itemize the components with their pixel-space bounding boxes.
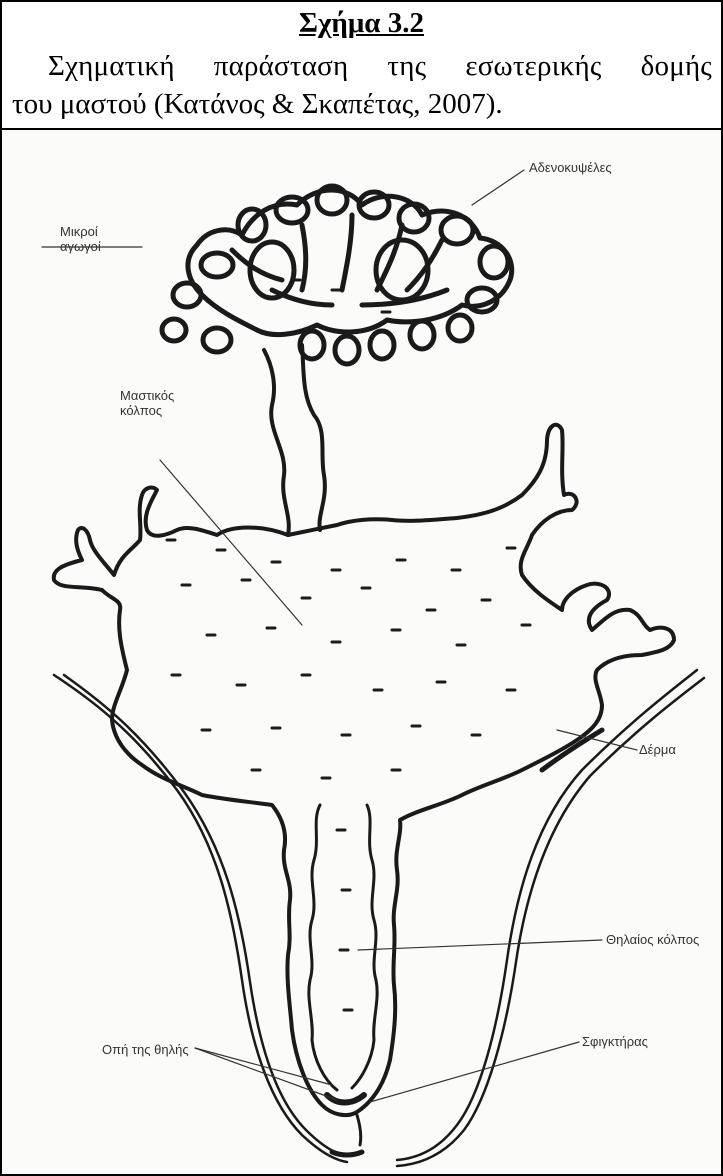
label-mammary-sinus-line-2: κόλπος — [120, 403, 162, 418]
udder-diagram: Αδενοκυψέλες Μικροί αγωγοί Μαστικός κόλπ… — [2, 130, 721, 1174]
figure-description-line-2: του μαστού (Κατάνος & Σκαπέτας, 2007). — [12, 86, 712, 122]
teat-cistern — [309, 805, 377, 1090]
alveoli-cluster — [162, 186, 512, 364]
figure-title: Σχήμα 3.2 — [2, 6, 721, 40]
leader-lines — [42, 170, 637, 1102]
label-sphincter: Σφιγκτήρας — [582, 1034, 648, 1049]
figure-caption: Σχήμα 3.2 Σχηματική παράσταση της εσωτερ… — [2, 2, 721, 130]
label-teat-sinus: Θηλαίος κόλπος — [606, 932, 699, 947]
label-alveoli: Αδενοκυψέλες — [529, 160, 612, 175]
udder-drawing — [2, 130, 721, 1174]
label-small-ducts-line-1: Μικροί — [60, 224, 98, 239]
label-mammary-sinus-line-1: Μαστικός — [120, 388, 174, 403]
main-duct — [264, 345, 325, 535]
tissue-marks — [167, 280, 530, 1010]
label-small-ducts-line-2: αγωγοί — [60, 239, 101, 254]
label-skin: Δέρμα — [639, 742, 676, 757]
label-teat-opening: Οπή της θηλής — [102, 1042, 189, 1057]
figure-description-line-1: Σχηματική παράσταση της εσωτερικής δομής — [12, 48, 712, 84]
